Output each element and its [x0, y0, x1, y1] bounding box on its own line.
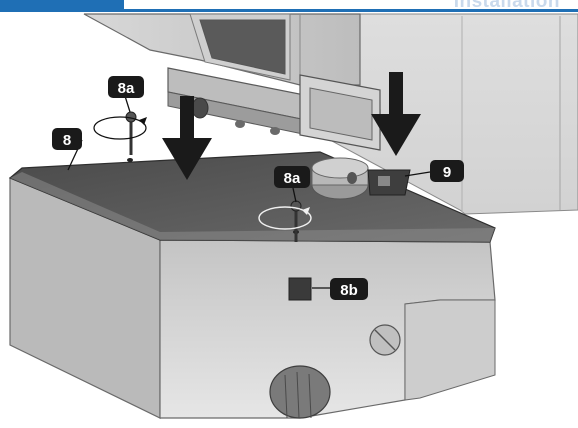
screw-8a-left: [93, 111, 147, 155]
header-rule: [124, 9, 578, 12]
callout-8a-left-leader: [124, 95, 131, 113]
appliance-body: [83, 13, 361, 86]
callout-8b: 8b: [330, 278, 368, 300]
header-bar: Installation: [0, 0, 578, 14]
down-arrow-left: [162, 96, 212, 180]
down-arrow-right: [371, 72, 421, 156]
mounting-rail: [167, 67, 381, 151]
callout-8a-center: 8a: [274, 166, 310, 188]
callout-9-leader: [404, 171, 431, 177]
callout-8a-left: 8a: [108, 76, 144, 98]
callout-8: 8: [52, 128, 82, 150]
callout-8a-left-text: 8a: [118, 80, 135, 97]
header-accent: [0, 0, 124, 12]
callout-8-text: 8: [63, 132, 71, 149]
section-label: Installation: [453, 0, 560, 12]
screw-8a-center: [258, 200, 312, 242]
callout-8a-center-leader: [292, 187, 297, 203]
callout-9: 9: [430, 160, 464, 182]
callout-8a-center-text: 8a: [284, 170, 301, 187]
base-box: [8, 151, 496, 419]
callout-9-text: 9: [443, 164, 451, 181]
callout-8b-text: 8b: [340, 282, 358, 299]
